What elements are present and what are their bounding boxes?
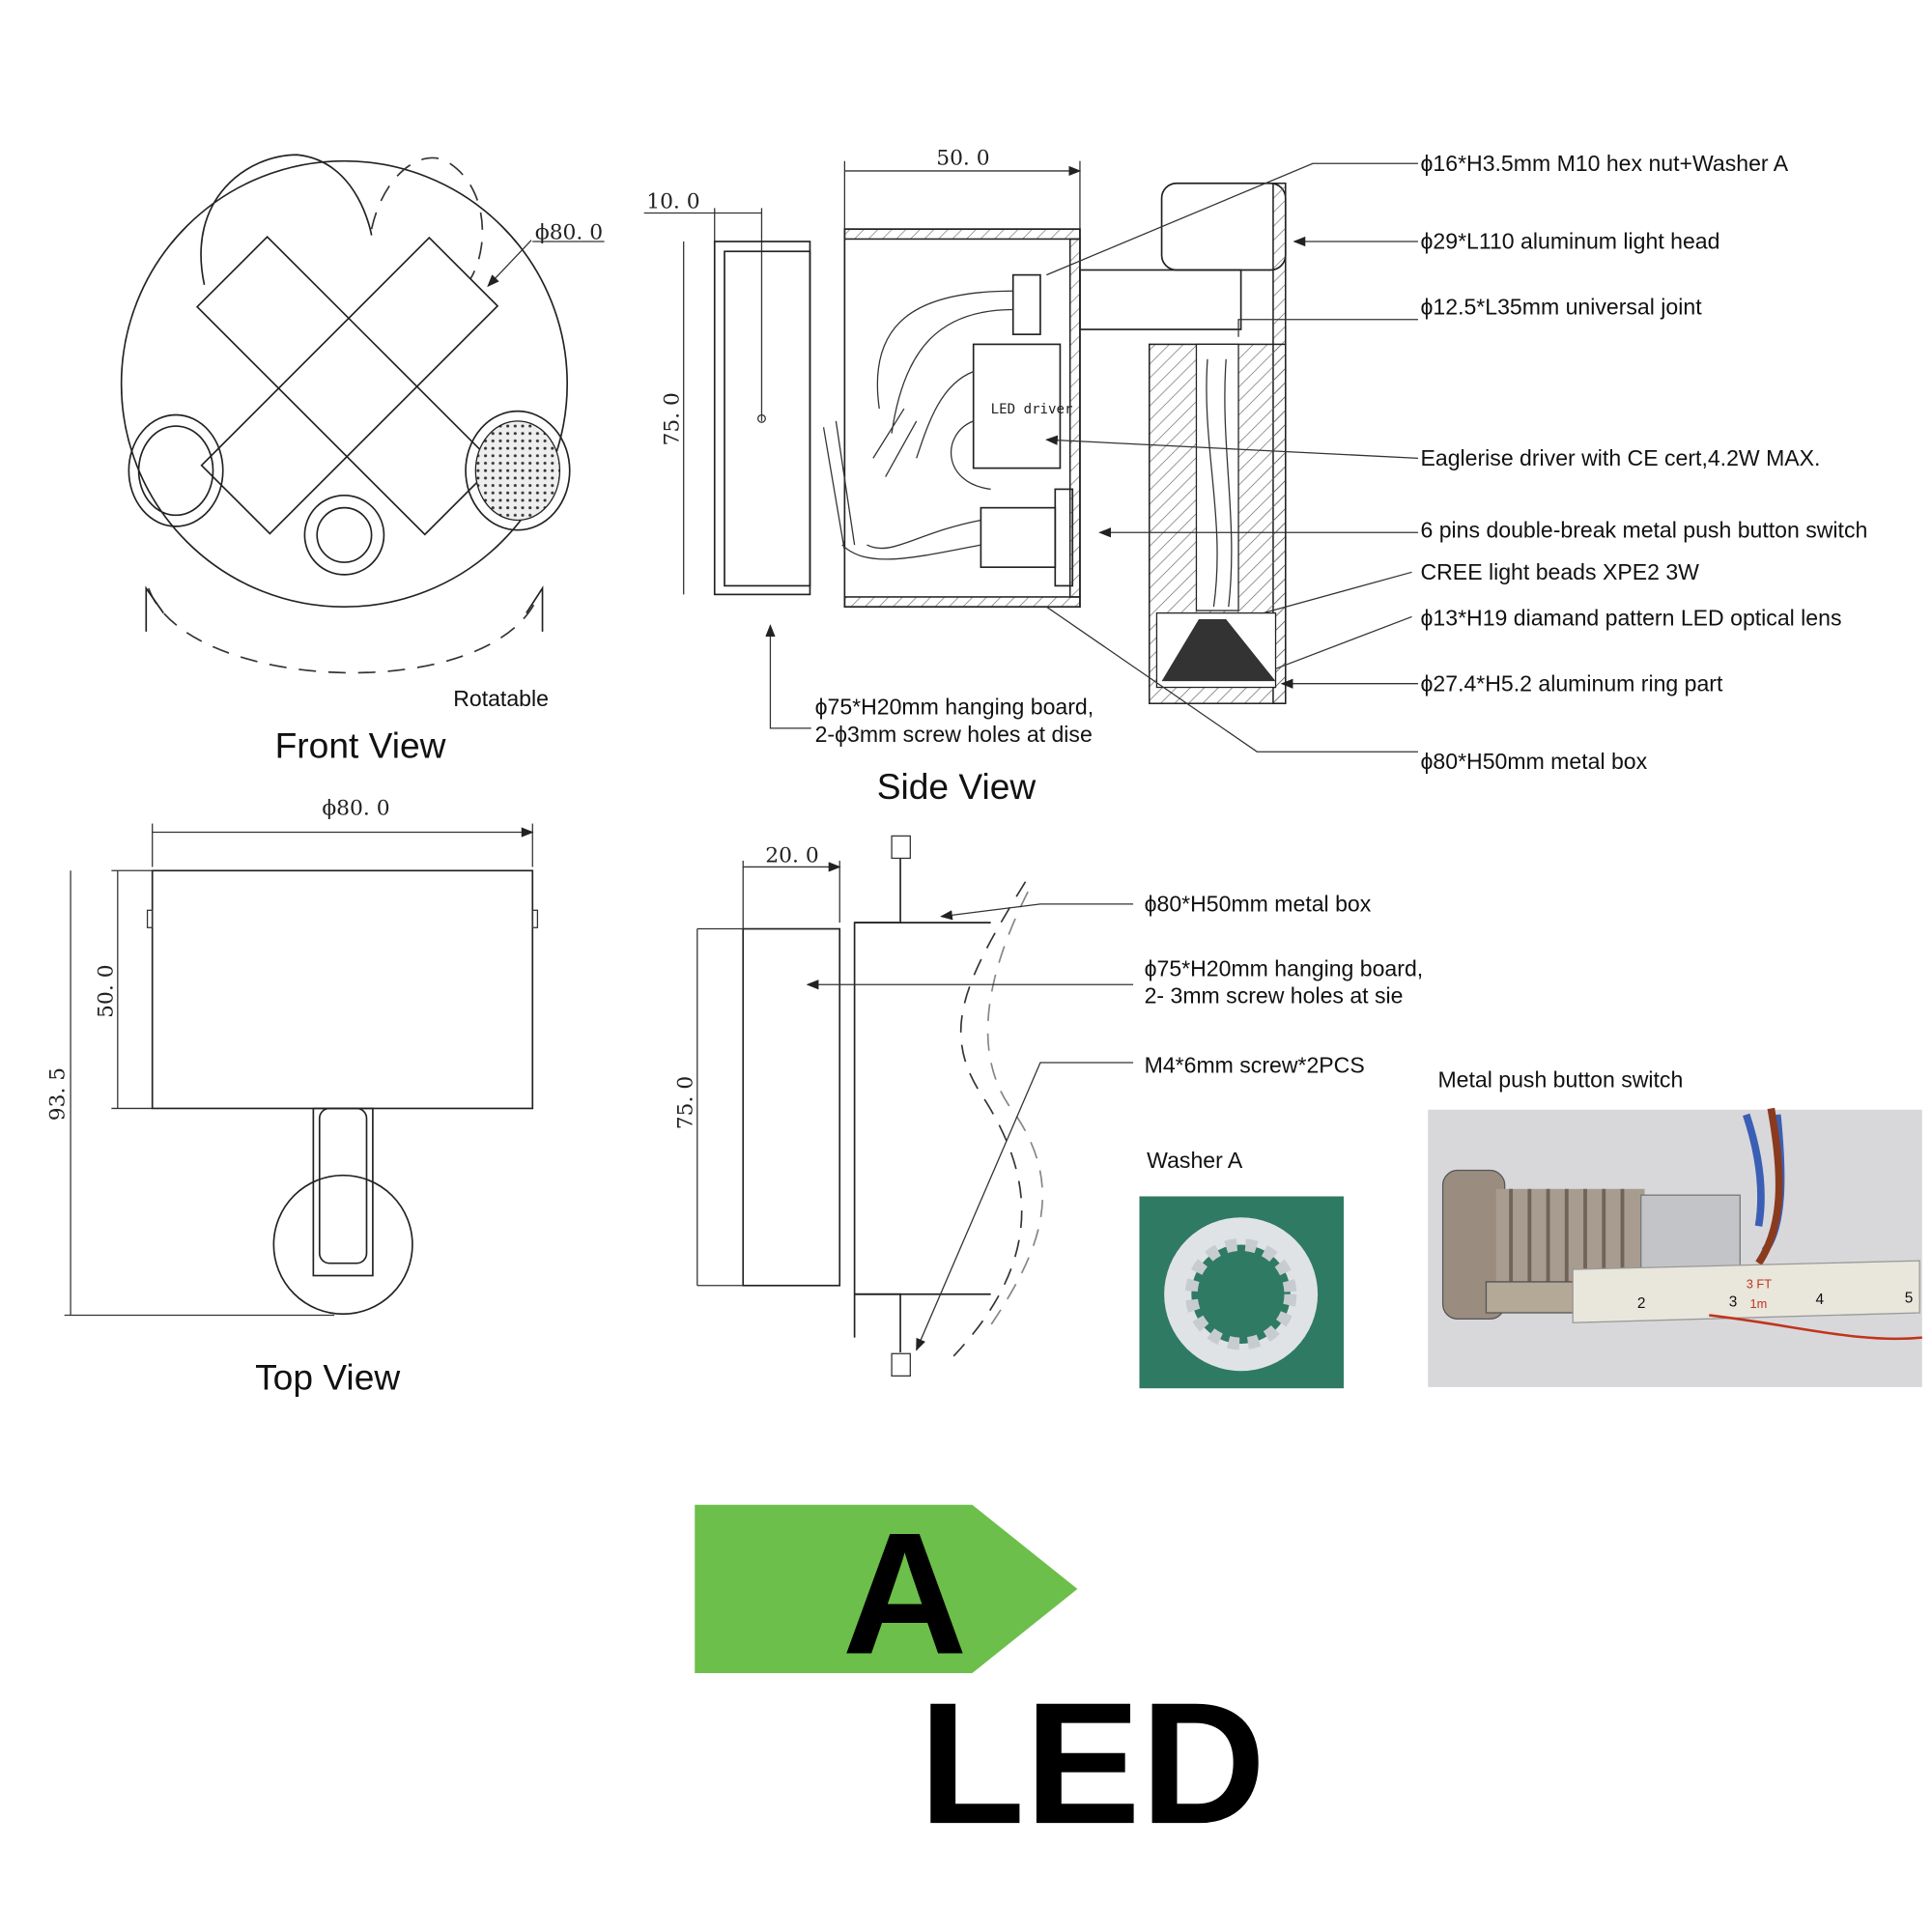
callout-driver: Eaglerise driver with CE cert,4.2W MAX. xyxy=(1421,445,1821,470)
energy-class-arrow xyxy=(695,1504,1078,1674)
top-view: ϕ80. 0 50. 0 93. 5 Top View xyxy=(46,797,539,1397)
washer-photo: Washer A xyxy=(1139,1148,1345,1389)
tape-mark-3: 3 xyxy=(1729,1294,1738,1311)
led-driver-label: LED driver xyxy=(991,402,1073,417)
switch-photo: Metal push button switch 2 3 4 5 3 FT 1m xyxy=(1428,1067,1922,1387)
callout-light-head: ϕ29*L110 aluminum light head xyxy=(1421,229,1720,254)
front-view-title: Front View xyxy=(275,725,446,766)
side-view: 50. 0 10. 0 75. 0 LED driver Side View xyxy=(643,147,1287,807)
tape-mark-1m: 1m xyxy=(1750,1296,1768,1311)
callout-board-line1: ϕ75*H20mm hanging board, xyxy=(815,695,1094,720)
top-total-dim: 93. 5 xyxy=(46,1067,71,1121)
callout-light-beads: CREE light beads XPE2 3W xyxy=(1421,559,1700,584)
tape-mark-5: 5 xyxy=(1905,1291,1914,1307)
callout-mount-board-line1: ϕ75*H20mm hanging board, xyxy=(1145,955,1424,980)
front-view: ϕ80. 0 Rotatable Front View xyxy=(120,154,605,766)
top-height-dim: 50. 0 xyxy=(95,964,119,1017)
top-view-title: Top View xyxy=(255,1356,400,1397)
callout-mount-board-line2: 2- 3mm screw holes at sie xyxy=(1145,982,1404,1008)
callout-ring: ϕ27.4*H5.2 aluminum ring part xyxy=(1421,670,1723,696)
callout-hex-nut: ϕ16*H3.5mm M10 hex nut+Washer A xyxy=(1421,151,1789,176)
mount-width-dim: 20. 0 xyxy=(765,843,818,867)
callout-lens: ϕ13*H19 diamand pattern LED optical lens xyxy=(1421,605,1842,630)
callout-screw: M4*6mm screw*2PCS xyxy=(1145,1052,1365,1077)
washer-label: Washer A xyxy=(1147,1148,1243,1173)
front-diameter-dim: ϕ80. 0 xyxy=(535,220,603,244)
callout-board-line2: 2-ϕ3mm screw holes at dise xyxy=(815,722,1093,747)
energy-type: LED xyxy=(919,1667,1265,1861)
rotatable-label: Rotatable xyxy=(453,686,549,711)
side-view-title: Side View xyxy=(877,766,1037,807)
callout-switch: 6 pins double-break metal push button sw… xyxy=(1421,517,1868,542)
callout-leaders xyxy=(765,162,1418,753)
side-callouts: ϕ16*H3.5mm M10 hex nut+Washer A ϕ29*L110… xyxy=(815,151,1868,774)
callout-metal-box: ϕ80*H50mm metal box xyxy=(1421,749,1648,774)
callout-universal-joint: ϕ12.5*L35mm universal joint xyxy=(1421,295,1703,320)
energy-grade: A xyxy=(842,1498,968,1691)
energy-label: A LED xyxy=(695,1498,1265,1861)
tape-mark-4: 4 xyxy=(1815,1292,1824,1308)
top-diameter-dim: ϕ80. 0 xyxy=(322,797,389,821)
mount-height-dim: 75. 0 xyxy=(674,1076,698,1129)
side-height-dim: 75. 0 xyxy=(661,392,685,445)
side-width-dim: 50. 0 xyxy=(936,147,989,171)
switch-photo-label: Metal push button switch xyxy=(1437,1067,1683,1093)
tape-mark-3ft: 3 FT xyxy=(1747,1276,1773,1291)
side-board-dim: 10. 0 xyxy=(646,189,699,213)
mounting-detail: 20. 0 75. 0 ϕ80*H50mm metal box ϕ75*H20m… xyxy=(674,835,1424,1377)
tape-mark-2: 2 xyxy=(1637,1295,1646,1312)
callout-mount-box: ϕ80*H50mm metal box xyxy=(1145,892,1372,917)
